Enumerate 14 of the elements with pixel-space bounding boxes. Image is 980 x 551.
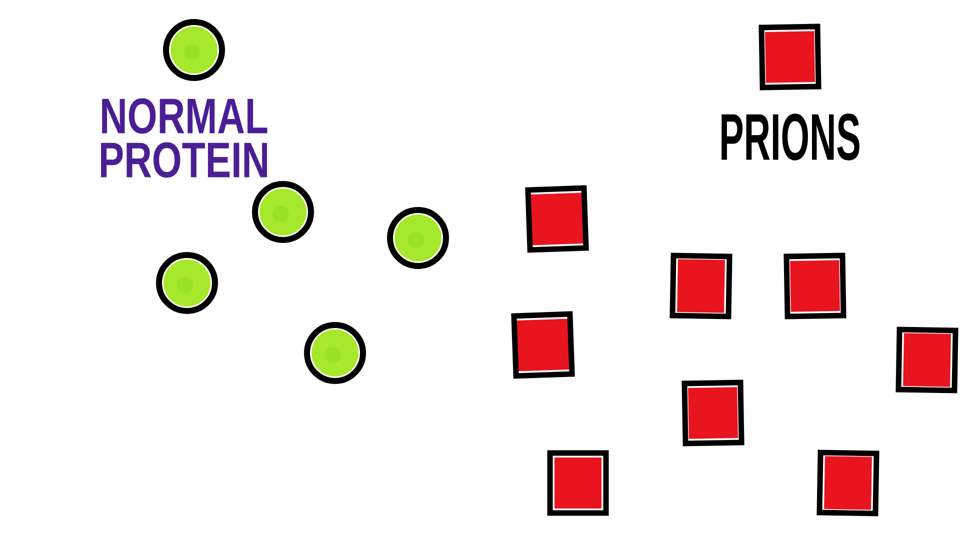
square xyxy=(511,311,575,379)
circle xyxy=(387,207,449,269)
square xyxy=(670,252,732,320)
square xyxy=(816,450,880,516)
node-label: PRIONS xyxy=(722,114,860,160)
circle xyxy=(156,252,218,314)
circle xyxy=(304,322,366,384)
square xyxy=(896,326,958,394)
circle xyxy=(252,181,314,243)
square xyxy=(784,252,846,320)
square xyxy=(682,380,744,446)
node-label: NORMAL PROTEIN xyxy=(101,98,268,178)
square xyxy=(547,450,609,516)
square xyxy=(525,185,589,253)
